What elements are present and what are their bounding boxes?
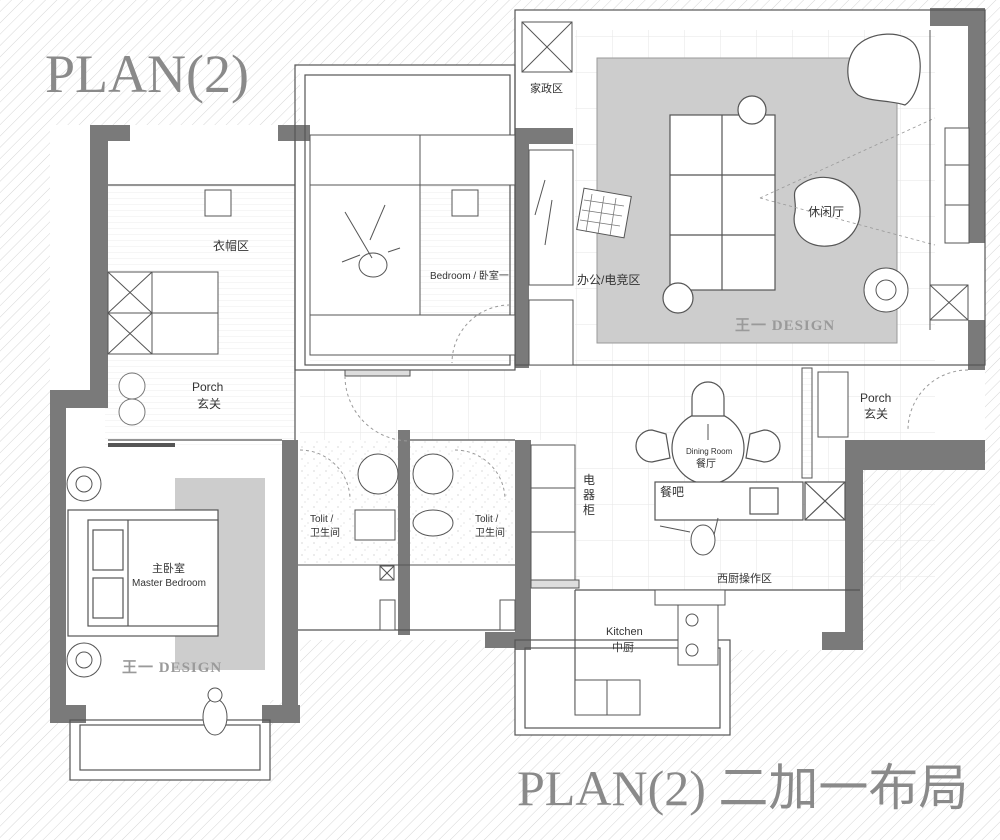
porch-door-swing bbox=[344, 375, 411, 442]
master-cn: 主卧室 bbox=[152, 561, 185, 575]
right-storage bbox=[929, 30, 970, 330]
toilet2-cn: 卫生间 bbox=[475, 526, 505, 539]
master-bed bbox=[67, 509, 219, 637]
bar-counter bbox=[654, 481, 846, 521]
bar-label: 餐吧 bbox=[660, 484, 684, 499]
shoe-cabinet bbox=[817, 371, 849, 438]
bedroom-bed bbox=[309, 184, 516, 356]
kitchen-en: Kitchen bbox=[606, 626, 643, 638]
wardrobe-label: 衣帽区 bbox=[213, 238, 249, 253]
sofa bbox=[662, 95, 776, 314]
porch-right-cn: 玄关 bbox=[864, 406, 888, 421]
round-pouf bbox=[863, 267, 909, 313]
leisure-label: 休闲厅 bbox=[808, 205, 844, 219]
walls bbox=[50, 8, 985, 723]
bar-person-icon bbox=[659, 517, 719, 556]
porch-right-en: Porch bbox=[860, 391, 891, 405]
person-lying-icon bbox=[341, 204, 401, 278]
plan-subtitle: PLAN(2) 二加一布局 bbox=[517, 760, 968, 816]
bedroom-label: Bedroom / 卧室一 bbox=[430, 269, 509, 282]
toilet1-en: Tolit / bbox=[310, 514, 334, 525]
lounge-chair-icon bbox=[847, 33, 921, 106]
bedroom-door-swing bbox=[451, 304, 511, 364]
cabinet-char-2: 器 bbox=[583, 488, 595, 502]
cabinet-char-1: 电 bbox=[583, 473, 595, 487]
dining-set bbox=[635, 381, 781, 485]
toilet1-cn: 卫生间 bbox=[310, 526, 340, 539]
nightstand-lamps bbox=[66, 466, 102, 678]
appliance-cabinet bbox=[530, 444, 580, 589]
toilet2-en: Tolit / bbox=[475, 514, 499, 525]
sight-lines bbox=[759, 117, 936, 246]
closet-cabinets bbox=[107, 271, 219, 355]
porch-left-en: Porch bbox=[192, 380, 223, 394]
bedroom-wardrobe bbox=[309, 134, 516, 217]
office-chair bbox=[576, 187, 632, 239]
porch-door bbox=[344, 369, 411, 377]
coffee-table bbox=[793, 176, 861, 247]
master-en: Master Bedroom bbox=[132, 578, 206, 589]
porch-plants bbox=[118, 372, 146, 426]
dining-en: Dining Room bbox=[686, 447, 733, 456]
kitchen-cn: 中厨 bbox=[612, 641, 634, 654]
porch-floor bbox=[300, 370, 580, 440]
porch-left-cn: 玄关 bbox=[197, 396, 221, 411]
kitchen-counters bbox=[574, 589, 726, 716]
housekeeping-cabinet bbox=[521, 21, 573, 73]
western-kitchen-label: 西厨操作区 bbox=[717, 571, 772, 585]
closet-box bbox=[204, 189, 232, 217]
bathroom-fixtures bbox=[298, 453, 516, 631]
radiator bbox=[801, 367, 813, 479]
person-seated-icon bbox=[202, 687, 228, 736]
office-desk bbox=[528, 149, 574, 366]
office-label: 办公/电竞区 bbox=[577, 272, 640, 287]
watermark-master: 王一 DESIGN bbox=[122, 659, 222, 676]
watermark-living: 王一 DESIGN bbox=[735, 317, 835, 334]
housekeeping-label: 家政区 bbox=[530, 81, 563, 95]
plan-title: PLAN(2) bbox=[45, 44, 249, 104]
dining-cn: 餐厅 bbox=[696, 457, 716, 470]
cabinet-char-3: 柜 bbox=[583, 503, 595, 517]
